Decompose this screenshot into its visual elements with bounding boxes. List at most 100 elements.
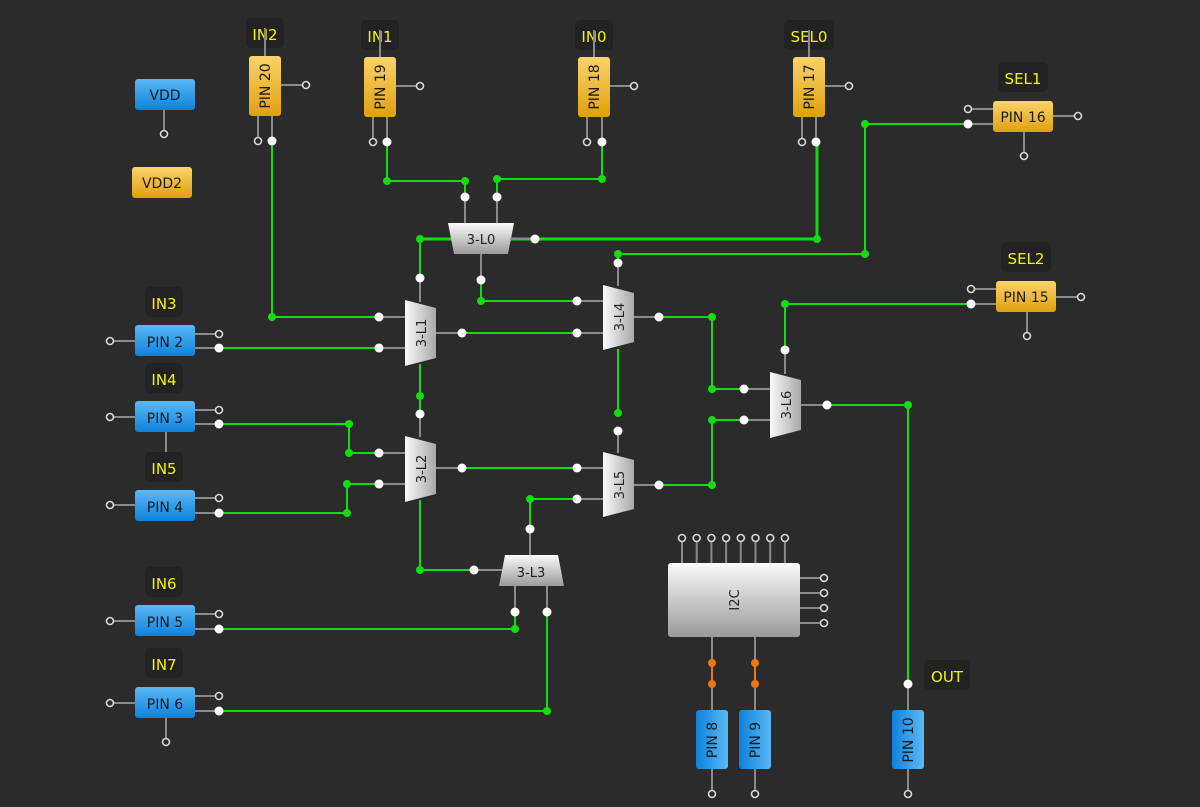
pin15-port-oe[interactable]	[966, 284, 976, 294]
pin2-port-left[interactable]	[105, 336, 115, 346]
i2c-top-port[interactable]	[721, 533, 731, 543]
lut-3-l6[interactable]: 3-L6	[739, 345, 832, 439]
wire-sel1[interactable]	[617, 123, 967, 262]
pin4-port-left[interactable]	[105, 500, 115, 510]
i2c-top-port[interactable]	[751, 533, 760, 543]
l5-port-sel[interactable]	[613, 426, 623, 436]
l2-port-in-b[interactable]	[374, 479, 384, 489]
l4-port-out[interactable]	[654, 312, 664, 322]
wire-l3-l5[interactable]	[529, 498, 577, 529]
wire-in4-l2[interactable]	[219, 423, 379, 454]
pin18-port-out[interactable]	[597, 137, 607, 147]
pin17-port-right[interactable]	[844, 81, 854, 91]
pin20-port-right[interactable]	[301, 80, 311, 90]
pin8-port-bottom[interactable]	[707, 789, 717, 799]
l2-port-in-a[interactable]	[374, 448, 384, 458]
pin15-port-out[interactable]	[966, 299, 976, 309]
pin15-port-bottom[interactable]	[1022, 331, 1032, 341]
pin3-port-oe[interactable]	[214, 405, 224, 415]
wire-sel2[interactable]	[784, 303, 970, 350]
l5-port-in-a[interactable]	[572, 463, 582, 473]
pin3-port-left[interactable]	[105, 412, 115, 422]
wire-l4-l6[interactable]	[659, 316, 744, 390]
l0-port-in-a[interactable]	[460, 192, 470, 202]
vdd2-block[interactable]: VDD2	[132, 167, 192, 198]
pin16-port-bottom[interactable]	[1019, 151, 1029, 161]
i2c-top-port[interactable]	[692, 533, 702, 543]
pin2-block[interactable]: IN3 PIN 2	[105, 287, 224, 356]
l1-port-out[interactable]	[457, 328, 467, 338]
pin19-port-oe[interactable]	[368, 137, 378, 147]
pin10-block[interactable]: OUT PIN 10	[892, 660, 970, 799]
pin5-port-left[interactable]	[105, 616, 115, 626]
pin19-port-right[interactable]	[415, 81, 425, 91]
lut-3-l0[interactable]: 3-L0	[448, 192, 540, 285]
wire-in6-l3[interactable]	[219, 612, 516, 630]
pin16-port-oe[interactable]	[963, 104, 973, 114]
pin18-port-right[interactable]	[629, 81, 639, 91]
l0-port-sel[interactable]	[530, 234, 540, 244]
l6-port-in-b[interactable]	[739, 415, 749, 425]
pin4-block[interactable]: IN5 PIN 4	[105, 452, 224, 521]
pin16-block[interactable]: SEL1 PIN 16	[963, 62, 1083, 161]
pin8-io-port[interactable]	[708, 680, 716, 688]
l3-port-out[interactable]	[525, 524, 535, 534]
pin15-block[interactable]: SEL2 PIN 15	[966, 242, 1086, 341]
pin9-io-port[interactable]	[751, 680, 759, 688]
pin19-block[interactable]: IN1 PIN 19	[361, 20, 425, 147]
pin18-block[interactable]: IN0 PIN 18	[575, 20, 639, 147]
pin2-port-out[interactable]	[214, 343, 224, 353]
pin5-port-oe[interactable]	[214, 609, 224, 619]
i2c-block[interactable]: I2C	[668, 533, 829, 689]
pin6-port-left[interactable]	[105, 698, 115, 708]
pin17-block[interactable]: SEL0 PIN 17	[784, 20, 854, 147]
lut-3-l4[interactable]: 3-L4	[572, 258, 664, 351]
i2c-sda-port[interactable]	[751, 659, 759, 667]
l3-port-in-a[interactable]	[510, 607, 520, 617]
l1-port-in-a[interactable]	[374, 312, 384, 322]
l4-port-in-a[interactable]	[572, 296, 582, 306]
pin17-port-out[interactable]	[811, 137, 821, 147]
pin15-port-right[interactable]	[1076, 292, 1086, 302]
i2c-right-port[interactable]	[819, 588, 829, 598]
i2c-right-port[interactable]	[819, 573, 829, 583]
l4-port-in-b[interactable]	[572, 328, 582, 338]
pin9-port-bottom[interactable]	[750, 789, 760, 799]
pin3-port-out[interactable]	[214, 419, 224, 429]
pin18-port-oe[interactable]	[582, 137, 592, 147]
l5-port-in-b[interactable]	[572, 494, 582, 504]
vdd-port[interactable]	[159, 129, 169, 139]
pin6-block[interactable]: IN7 PIN 6	[105, 648, 224, 747]
pin16-port-out[interactable]	[963, 119, 973, 129]
pin20-port-out[interactable]	[267, 136, 277, 146]
pin6-port-bottom[interactable]	[161, 737, 171, 747]
wire-l0-l4[interactable]	[480, 280, 577, 302]
l5-port-out[interactable]	[654, 480, 664, 490]
i2c-right-port[interactable]	[819, 618, 829, 628]
pin9-block[interactable]: PIN 9	[739, 688, 771, 799]
pin5-port-out[interactable]	[214, 624, 224, 634]
l1-port-in-b[interactable]	[374, 343, 384, 353]
l4-port-sel[interactable]	[613, 258, 623, 268]
pin4-port-out[interactable]	[214, 508, 224, 518]
wire-in1-l0[interactable]	[386, 141, 466, 196]
l6-port-in-a[interactable]	[739, 384, 749, 394]
pin10-port-bottom[interactable]	[903, 789, 913, 799]
i2c-top-port[interactable]	[765, 533, 775, 543]
pin17-port-oe[interactable]	[797, 137, 807, 147]
lut-3-l2[interactable]: 3-L2	[374, 409, 467, 503]
l3-port-in-b[interactable]	[542, 607, 552, 617]
pin19-port-out[interactable]	[382, 137, 392, 147]
l0-port-out[interactable]	[476, 275, 486, 285]
lut-3-l5[interactable]: 3-L5	[572, 426, 664, 518]
pin10-port-in[interactable]	[903, 679, 913, 689]
pin20-block[interactable]: IN2 PIN 20	[246, 18, 311, 146]
lut-3-l1[interactable]: 3-L1	[374, 273, 467, 367]
wire-l6-out[interactable]	[827, 404, 909, 684]
wire-in2-l1[interactable]	[271, 141, 379, 318]
wire-in0-l0[interactable]	[496, 141, 603, 196]
i2c-top-port[interactable]	[707, 533, 716, 543]
wire-in7-l3[interactable]	[219, 612, 548, 712]
l6-port-sel[interactable]	[780, 345, 790, 355]
